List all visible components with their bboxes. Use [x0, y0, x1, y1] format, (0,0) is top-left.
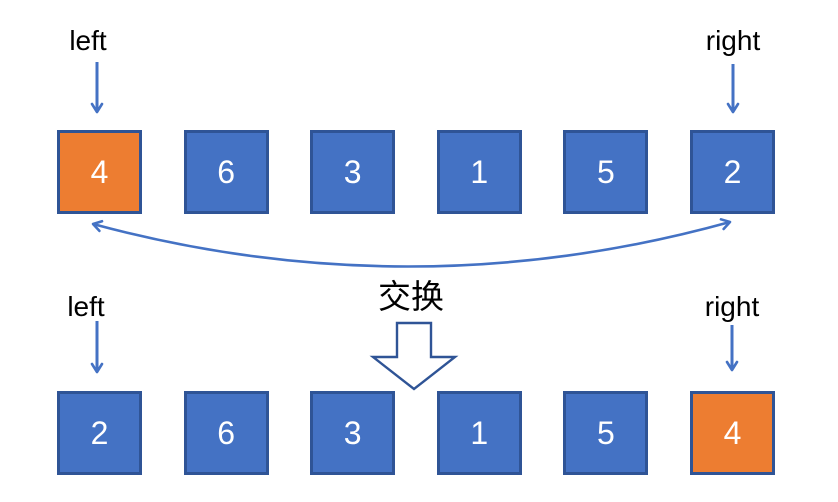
- cell-value: 1: [470, 154, 489, 190]
- top-left-pointer-label: left: [69, 25, 107, 56]
- cell-value: 2: [90, 415, 109, 451]
- array-cell: 6: [183, 130, 269, 214]
- cell-value: 6: [217, 154, 235, 190]
- cell-value: 2: [723, 154, 742, 190]
- swap-hollow-down-arrow-icon: [369, 321, 459, 391]
- swap-curve-double-arrow-icon: [91, 218, 732, 268]
- cell-value: 4: [90, 154, 109, 190]
- array-cell: 5: [563, 130, 649, 214]
- array-cell: 1: [436, 391, 522, 475]
- array-cell: 2: [689, 130, 775, 214]
- top-right-pointer-label: right: [705, 25, 761, 56]
- cell-value: 3: [343, 415, 362, 451]
- array-cell: 2: [57, 391, 142, 475]
- array-cell: 3: [310, 130, 396, 214]
- array-row-before-swap: 4 6 3 1 5 2: [57, 130, 775, 214]
- array-cell: 4: [689, 391, 775, 475]
- bottom-left-pointer-label: left: [67, 291, 105, 322]
- bottom-right-pointer-label: right: [704, 291, 760, 322]
- array-cell: 3: [310, 391, 396, 475]
- array-cell: 5: [563, 391, 649, 475]
- array-row-after-swap: 2 6 3 1 5 4: [57, 391, 775, 475]
- array-cell: 4: [57, 130, 142, 214]
- cell-value: 5: [596, 415, 615, 451]
- swap-label: 交换: [378, 278, 444, 315]
- array-cell: 1: [436, 130, 522, 214]
- cell-value: 1: [470, 415, 489, 451]
- array-cell: 6: [183, 391, 269, 475]
- cell-value: 4: [723, 415, 742, 451]
- cell-value: 5: [596, 154, 615, 190]
- cell-value: 6: [217, 415, 235, 451]
- cell-value: 3: [343, 154, 362, 190]
